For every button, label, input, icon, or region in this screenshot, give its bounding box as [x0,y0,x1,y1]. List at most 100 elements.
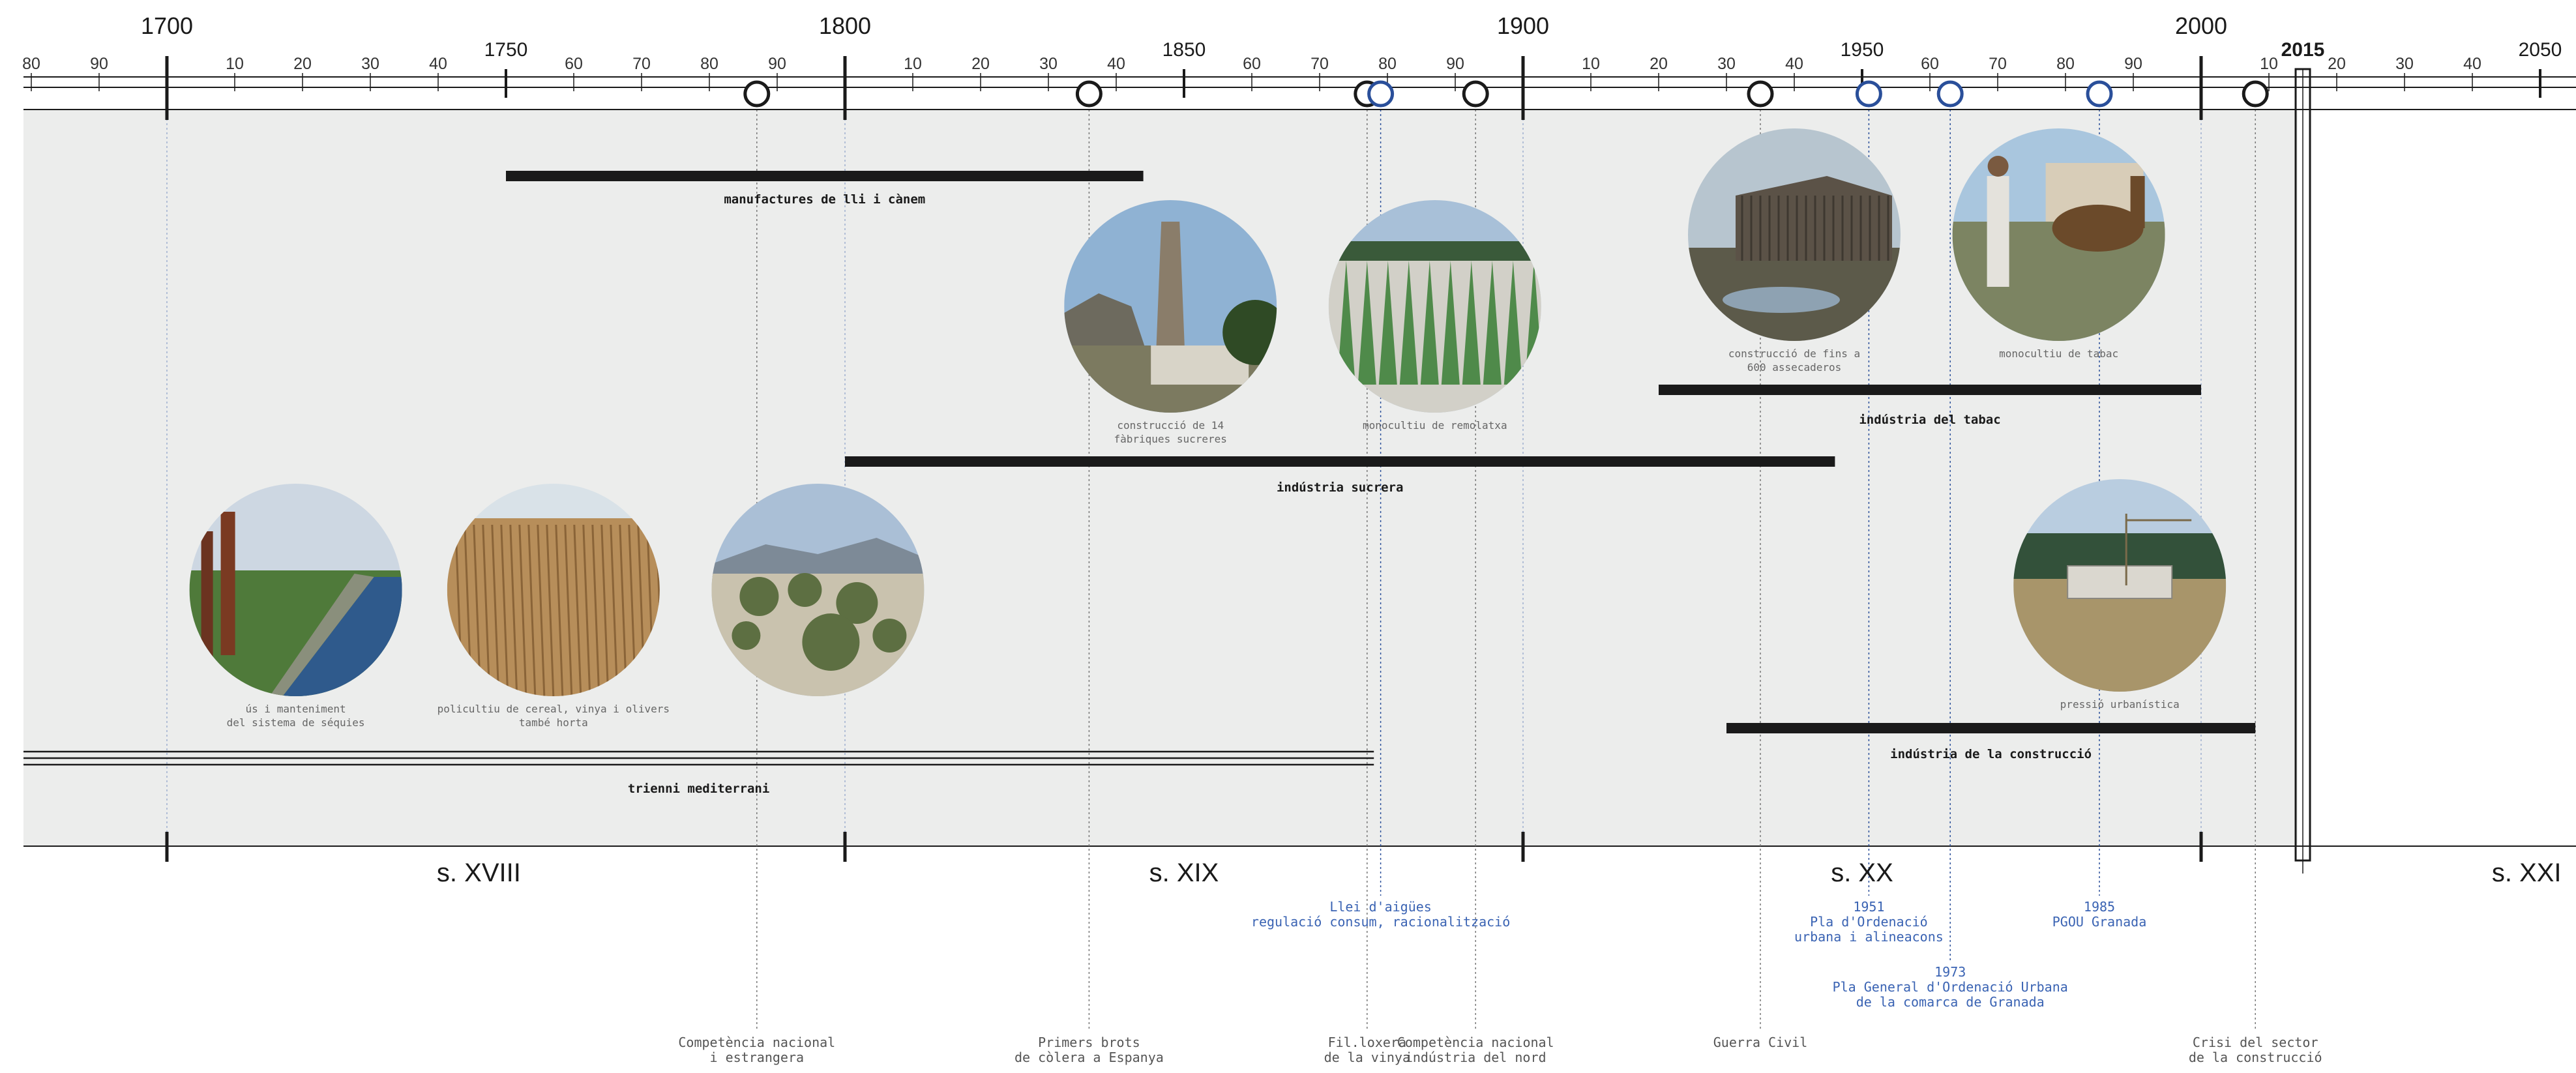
event-marker [1367,80,1395,108]
event-marker [1936,80,1964,108]
minor-year-label: 40 [429,55,447,73]
century-label: s. XIX [1149,859,1219,887]
event-label: urbana i alineacons [1794,929,1944,945]
olive-tree [836,582,878,624]
corn-row [1399,261,1418,385]
event-label: Pla d'Ordenació [1810,914,1928,930]
background-band [23,110,2576,847]
photo-caption: pressió urbanística [2060,698,2180,711]
factory-chimney [1155,222,1187,385]
photo-caption: monocultiu de tabac [1999,347,2118,360]
event-label: de la comarca de Granada [1856,994,2045,1010]
minor-year-label: 80 [1378,55,1397,73]
wheat-stalk [500,524,509,696]
minor-year-label: 70 [1310,55,1329,73]
event-marker [1855,80,1882,108]
period-bar [845,456,1835,467]
minor-year-label: 90 [2124,55,2142,73]
photo-caption: 600 assecaderos [1747,361,1842,374]
event-label: Primers brots [1038,1035,1140,1050]
period-bar [1659,385,2201,395]
event-label: 1985 [2084,899,2115,915]
minor-year-label: 80 [700,55,718,73]
event-label: Crisi del sector [2193,1035,2318,1050]
event-label: Pla General d'Ordenació Urbana [1833,979,2068,995]
event-marker [743,80,771,108]
minor-year-label: 10 [904,55,922,73]
minor-year-label: 60 [1921,55,1939,73]
event-label: de la vinya [1324,1050,1410,1065]
event-marker [1747,80,1774,108]
corn-row [1357,261,1376,385]
major-year-label: 1750 [484,39,528,61]
drying-shed [1736,176,1892,261]
event-label: PGOU Granada [2052,914,2147,930]
event-label: Fil.loxera [1328,1035,1406,1050]
event-label: de còlera a Espanya [1014,1050,1164,1065]
olive-tree [732,621,761,650]
wheat-stalk [610,524,619,696]
photo-olivers [711,484,925,696]
minor-year-label: 20 [293,55,312,73]
corn-row [1441,261,1460,385]
minor-year-label: 60 [565,55,583,73]
photo-caption: del sistema de séquies [227,716,365,729]
minor-year-label: 90 [1446,55,1464,73]
minor-year-label: 10 [2260,55,2278,73]
sluice-post [201,531,213,662]
photo-caption: ús i manteniment [246,703,346,715]
photo-caption: monocultiu de remolatxa [1363,419,1507,432]
minor-year-label: 20 [971,55,990,73]
corn-row [1337,261,1355,385]
unfinished-building [2067,565,2173,599]
mule-body [2052,205,2144,252]
period-bar [1726,723,2256,733]
major-year-label: 2000 [2175,12,2227,39]
period-bar-label: indústria sucrera [1277,480,1403,495]
minor-year-label: 80 [2056,55,2075,73]
minor-year-label: 30 [361,55,379,73]
wheat-stalk [600,524,610,696]
minor-year-label: 80 [22,55,40,73]
event-marker [1462,80,1489,108]
event-marker [1075,80,1103,108]
wheat-stalk [482,524,491,696]
wheat-stalk [527,524,537,696]
minor-year-label: 10 [1582,55,1600,73]
canal-wall [269,574,374,696]
event-label: regulació consum, racionalització [1251,914,1510,930]
event-label: 1951 [1853,899,1884,915]
wheat-stalk [591,524,600,696]
event-label: Competència nacional [1397,1035,1554,1050]
minor-year-label: 40 [1785,55,1803,73]
photo-caption: policultiu de cereal, vinya i olivers [437,703,670,715]
photo-sequies [189,484,402,696]
minor-year-label: 30 [1039,55,1058,73]
major-year-label: 1950 [1841,39,1884,61]
century-label: s. XX [1831,859,1893,887]
wheat-stalk [555,524,564,696]
corn-row [1462,261,1481,385]
event-label: Guerra Civil [1713,1035,1808,1050]
wheat-stalk [491,524,500,696]
century-label: s. XVIII [437,859,521,887]
corn-row [1503,261,1522,385]
period-bar-label: trienni mediterrani [628,782,769,796]
period-bar [506,171,1144,181]
photo-caption: construcció de 14 [1117,419,1224,432]
sluice-post [220,512,235,655]
mule-neck [2130,176,2145,228]
minor-year-label: 40 [1107,55,1125,73]
event-label: Llei d'aigües [1329,899,1432,915]
olive-tree [802,613,860,671]
photo-caption: fàbriques sucreres [1114,433,1227,445]
minor-year-label: 40 [2463,55,2481,73]
event-marker [2242,80,2269,108]
olive-tree [739,577,779,616]
minor-year-label: 20 [2328,55,2346,73]
major-year-label: 1850 [1162,39,1206,61]
farmer-body [1987,176,2009,287]
event-marker [2086,80,2113,108]
